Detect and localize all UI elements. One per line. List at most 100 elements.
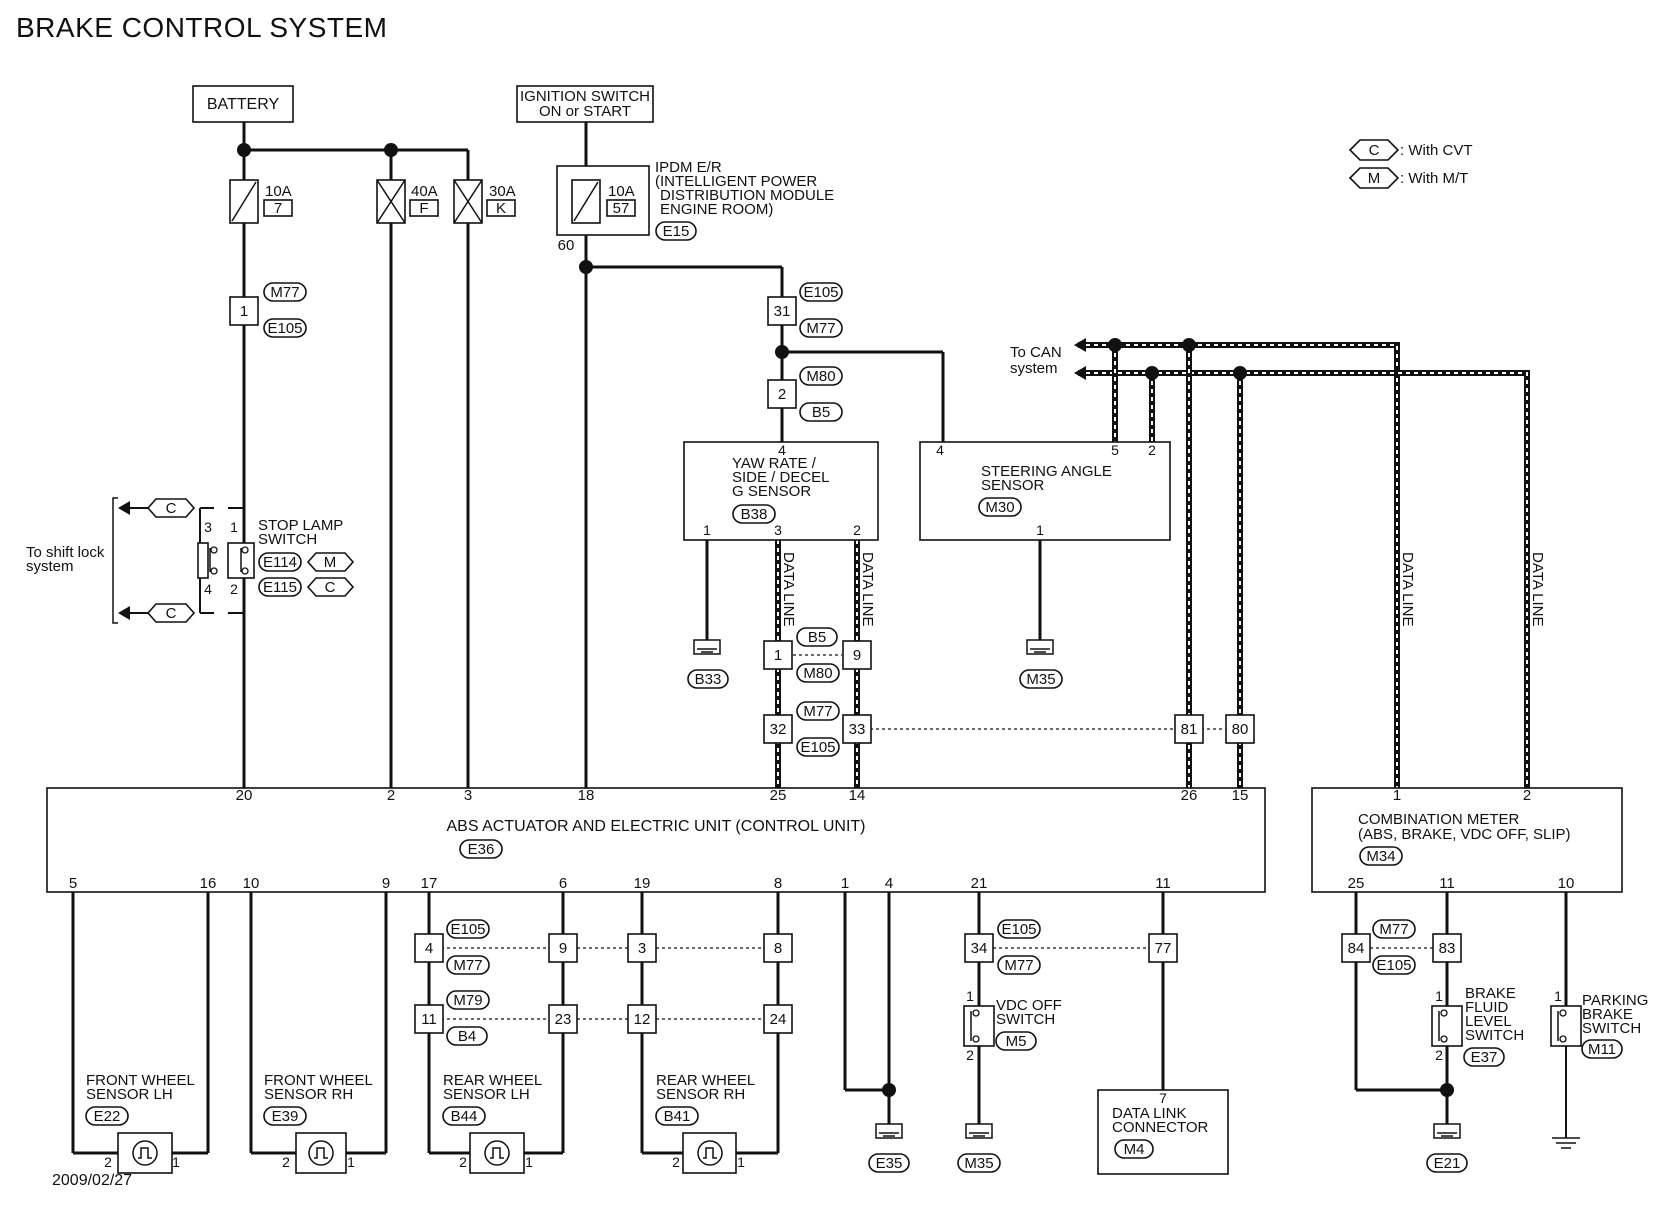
- svg-text:system: system: [1010, 360, 1058, 377]
- svg-text:E105: E105: [803, 284, 838, 301]
- abs-bottom-pins: 5 16 10 9 17 6 19 8 1 4 21 11: [69, 875, 1171, 892]
- svg-text:1: 1: [230, 519, 238, 535]
- svg-text:4: 4: [204, 581, 212, 597]
- svg-text:C: C: [166, 605, 177, 622]
- svg-text:32: 32: [770, 721, 787, 738]
- svg-text:M77: M77: [803, 703, 832, 720]
- svg-text:IGNITION SWITCH: IGNITION SWITCH: [520, 88, 650, 105]
- inline-connector-m77-e105-32-33: 32 33 M77 E105: [763, 701, 872, 757]
- svg-text:B4: B4: [458, 1028, 476, 1045]
- svg-text:57: 57: [613, 200, 630, 217]
- wheel-sensor-rear-lh: REAR WHEEL SENSOR LH B44 2 1: [442, 1072, 542, 1174]
- svg-text:E21: E21: [1434, 1155, 1461, 1172]
- svg-text:2: 2: [230, 581, 238, 597]
- steering-angle-sensor: 4 5 2 STEERING ANGLE SENSOR M30 1 M35: [919, 441, 1171, 689]
- svg-text:2: 2: [387, 787, 395, 804]
- svg-text:2: 2: [672, 1154, 680, 1170]
- inline-connector-b5-m80-1-9: 1 9 B5 M80: [763, 627, 872, 683]
- svg-text:5: 5: [69, 875, 77, 892]
- fuse-30a-k: 30A K: [453, 179, 516, 224]
- legend: C : With CVT M : With M/T: [1348, 139, 1473, 189]
- svg-text:20: 20: [236, 787, 253, 804]
- svg-text:DISTRIBUTION MODULE: DISTRIBUTION MODULE: [660, 187, 834, 204]
- svg-text:1: 1: [966, 988, 974, 1004]
- svg-text:M30: M30: [985, 499, 1014, 516]
- svg-text:M: M: [324, 554, 337, 571]
- svg-text:9: 9: [382, 875, 390, 892]
- can-arrows: To CAN system: [1010, 338, 1086, 380]
- svg-text:E22: E22: [94, 1108, 121, 1125]
- svg-text:14: 14: [849, 787, 866, 804]
- svg-text:31: 31: [774, 303, 791, 320]
- svg-text:1: 1: [1393, 787, 1401, 804]
- svg-text:REAR WHEEL: REAR WHEEL: [443, 1072, 542, 1089]
- svg-text:1: 1: [525, 1154, 533, 1170]
- svg-text:SENSOR LH: SENSOR LH: [443, 1086, 530, 1103]
- svg-text:2: 2: [778, 386, 786, 403]
- svg-text:8: 8: [774, 875, 782, 892]
- svg-text:(INTELLIGENT POWER: (INTELLIGENT POWER: [655, 173, 817, 190]
- svg-text:SWITCH: SWITCH: [996, 1011, 1055, 1028]
- svg-text:E105: E105: [1001, 921, 1036, 938]
- svg-text:80: 80: [1232, 721, 1249, 738]
- svg-text:25: 25: [1348, 875, 1365, 892]
- svg-text:SWITCH: SWITCH: [1582, 1020, 1641, 1037]
- brake-fluid-level-switch: 1 2 BRAKE FLUID LEVEL SWITCH E37: [1431, 985, 1524, 1067]
- svg-text:1: 1: [347, 1154, 355, 1170]
- svg-text:5: 5: [1111, 442, 1119, 458]
- inline-connector-m79-b4-row: 11 23 12 24 M79 B4: [414, 990, 793, 1046]
- svg-text:2: 2: [1148, 442, 1156, 458]
- svg-text:10: 10: [243, 875, 260, 892]
- svg-text:VDC OFF: VDC OFF: [996, 997, 1062, 1014]
- svg-text:ON or START: ON or START: [539, 103, 631, 120]
- svg-text:10A: 10A: [265, 183, 292, 200]
- svg-text:E105: E105: [450, 921, 485, 938]
- data-line-label: DATA LINE: [1529, 552, 1546, 626]
- wheel-sensor-front-rh: FRONT WHEEL SENSOR RH E39 2 1: [263, 1072, 373, 1174]
- svg-text:10: 10: [1558, 875, 1575, 892]
- ground-e35: E35: [868, 1123, 910, 1173]
- svg-text:4: 4: [425, 940, 433, 957]
- svg-text:18: 18: [578, 787, 595, 804]
- svg-text:1: 1: [774, 647, 782, 664]
- abs-top-pins: 20 2 3 18 25 14 26 15: [236, 787, 1249, 804]
- fuse-40a-f: 40A F: [376, 179, 439, 224]
- svg-text:3: 3: [204, 519, 212, 535]
- svg-text:B33: B33: [695, 671, 722, 688]
- svg-text:COMBINATION METER: COMBINATION METER: [1358, 811, 1520, 828]
- svg-text:DATA LINE: DATA LINE: [780, 552, 797, 626]
- svg-text:1: 1: [703, 522, 711, 538]
- inline-connector-e105-m77-31: 31 E105 M77: [767, 282, 843, 338]
- svg-text:12: 12: [634, 1011, 651, 1028]
- svg-text:SENSOR LH: SENSOR LH: [86, 1086, 173, 1103]
- svg-text:1: 1: [240, 303, 248, 320]
- svg-text:83: 83: [1439, 940, 1456, 957]
- svg-text:E115: E115: [263, 579, 297, 596]
- svg-text:4: 4: [936, 442, 944, 458]
- inline-connector-34-77: 34 77 E105 M77: [964, 919, 1178, 975]
- svg-text:SIDE / DECEL: SIDE / DECEL: [732, 469, 830, 486]
- svg-text:E114: E114: [263, 554, 297, 571]
- svg-text:: With CVT: : With CVT: [1400, 142, 1473, 159]
- ipdm-module: 10A 57 IPDM E/R (INTELLIGENT POWER DISTR…: [556, 159, 834, 254]
- svg-text:BATTERY: BATTERY: [207, 96, 280, 113]
- yaw-rate-sensor: 4 YAW RATE / SIDE / DECEL G SENSOR B38 1…: [683, 441, 879, 689]
- fuse-10a-7: 10A 7: [229, 179, 293, 224]
- svg-text:60: 60: [558, 237, 575, 254]
- svg-text:10A: 10A: [608, 183, 635, 200]
- svg-text:16: 16: [200, 875, 217, 892]
- svg-text:E105: E105: [1376, 957, 1411, 974]
- svg-text:DATA LINK: DATA LINK: [1112, 1105, 1186, 1122]
- inline-connector-e105-m77-row: 4 9 3 8 E105 M77: [414, 919, 793, 975]
- svg-text:DATA LINE: DATA LINE: [859, 552, 876, 626]
- svg-text:B5: B5: [808, 629, 826, 646]
- svg-text:E39: E39: [272, 1108, 299, 1125]
- svg-text:2: 2: [1435, 1047, 1443, 1063]
- svg-text:REAR WHEEL: REAR WHEEL: [656, 1072, 755, 1089]
- svg-text:M80: M80: [806, 368, 835, 385]
- svg-text:1: 1: [172, 1154, 180, 1170]
- svg-text:2: 2: [104, 1154, 112, 1170]
- svg-text:IPDM E/R: IPDM E/R: [655, 159, 722, 176]
- diagram-date: 2009/02/27: [52, 1172, 133, 1189]
- svg-text:E35: E35: [876, 1155, 903, 1172]
